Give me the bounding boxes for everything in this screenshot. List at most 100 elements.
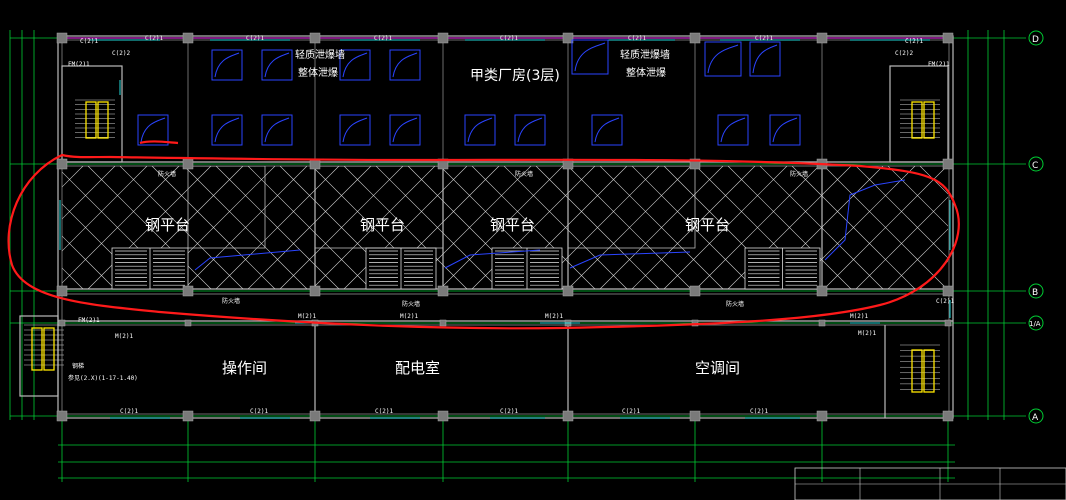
column bbox=[182, 158, 194, 170]
room-label-power: 配电室 bbox=[395, 359, 440, 377]
opening-tag: C(2)1 bbox=[500, 35, 518, 42]
column bbox=[56, 285, 68, 297]
axis-label-d: D bbox=[1032, 35, 1039, 45]
column bbox=[942, 32, 954, 44]
opening-tag: C(2)1 bbox=[250, 408, 268, 415]
column bbox=[439, 319, 447, 327]
room-label-ac: 空调间 bbox=[695, 359, 740, 377]
blast-panel bbox=[704, 41, 742, 77]
blast-panel bbox=[464, 114, 496, 146]
blast-wall-label: 轻质泄爆墙 bbox=[295, 48, 345, 61]
axis-bubbles: D C B 1/A A bbox=[1028, 30, 1044, 424]
opening-tag: FM(2)1 bbox=[928, 61, 950, 68]
opening-tag: C(2)1 bbox=[246, 35, 264, 42]
opening-tag: C(2)1 bbox=[755, 35, 773, 42]
title-block bbox=[794, 467, 1066, 500]
blast-panel bbox=[717, 114, 749, 146]
blast-panel bbox=[514, 114, 546, 146]
opening-tag: C(2)1 bbox=[374, 35, 392, 42]
column bbox=[942, 410, 954, 422]
opening-tag: FM(2)1 bbox=[78, 317, 100, 324]
opening-tag: M(2)1 bbox=[115, 333, 133, 340]
axis-label-a: A bbox=[1032, 413, 1039, 423]
blast-panel bbox=[339, 114, 371, 146]
column bbox=[309, 285, 321, 297]
platform-stairs bbox=[24, 99, 940, 390]
column bbox=[309, 410, 321, 422]
blast-panel bbox=[211, 114, 243, 146]
blast-panel bbox=[591, 114, 623, 146]
opening-tag: C(2)1 bbox=[936, 298, 954, 305]
fire-escape-stairs bbox=[31, 101, 935, 393]
column bbox=[689, 158, 701, 170]
column bbox=[56, 158, 68, 170]
pipe-line bbox=[444, 249, 541, 269]
fire-wall-label: 防火墙 bbox=[515, 170, 533, 178]
opening-tag: M(2)1 bbox=[850, 313, 868, 320]
column bbox=[58, 319, 66, 327]
column bbox=[689, 285, 701, 297]
column bbox=[182, 32, 194, 44]
blast-relief-panels bbox=[137, 39, 801, 146]
windows bbox=[59, 39, 951, 419]
fire-wall-label: 防火墙 bbox=[222, 297, 240, 305]
room-label-operation: 操作间 bbox=[222, 359, 267, 377]
markup-tick bbox=[139, 140, 179, 145]
blast-panel bbox=[769, 114, 801, 146]
axis-label-c: C bbox=[1032, 161, 1038, 171]
axis-label-b: B bbox=[1032, 288, 1038, 298]
blast-wall-label-right: 轻质泄爆墙 bbox=[620, 48, 670, 61]
opening-tag: C(2)1 bbox=[375, 408, 393, 415]
column bbox=[942, 158, 954, 170]
stair-ref-label: 参见(2.X)(1-17-1.40) bbox=[68, 374, 138, 382]
opening-tag: M(2)1 bbox=[298, 313, 316, 320]
column bbox=[689, 32, 701, 44]
room-label-steel-platform-3: 钢平台 bbox=[490, 216, 535, 234]
column bbox=[816, 410, 828, 422]
opening-tag: M(2)1 bbox=[858, 330, 876, 337]
fire-wall-label: 防火墙 bbox=[158, 170, 176, 178]
building-title: 甲类厂房(3层) bbox=[470, 68, 560, 84]
opening-tag: C(2)1 bbox=[628, 35, 646, 42]
column bbox=[562, 410, 574, 422]
blast-panel bbox=[261, 49, 293, 81]
opening-tag: M(2)1 bbox=[545, 313, 563, 320]
room-label-steel-platform-1: 钢平台 bbox=[145, 216, 190, 234]
column bbox=[691, 319, 699, 327]
fire-wall-label: 防火墙 bbox=[402, 300, 420, 308]
column bbox=[56, 410, 68, 422]
opening-tag: M(2)1 bbox=[400, 313, 418, 320]
column bbox=[818, 319, 826, 327]
column bbox=[816, 285, 828, 297]
column bbox=[942, 285, 954, 297]
column bbox=[182, 410, 194, 422]
blast-panel bbox=[571, 39, 609, 75]
column bbox=[437, 32, 449, 44]
blast-panel bbox=[749, 41, 781, 77]
column bbox=[562, 285, 574, 297]
pipe-line bbox=[194, 249, 301, 271]
column bbox=[816, 32, 828, 44]
column bbox=[944, 319, 952, 327]
blast-panel bbox=[339, 49, 371, 81]
blast-panel bbox=[211, 49, 243, 81]
opening-tag: C(2)1 bbox=[145, 35, 163, 42]
opening-tag: C(2)1 bbox=[80, 38, 98, 45]
pipe-line bbox=[569, 251, 691, 269]
markup-cloud bbox=[7, 153, 960, 330]
opening-tag: C(2)1 bbox=[500, 408, 518, 415]
fire-wall-label: 防火墙 bbox=[726, 300, 744, 308]
blast-panel bbox=[389, 49, 421, 81]
column bbox=[562, 32, 574, 44]
room-label-steel-platform-2: 钢平台 bbox=[360, 216, 405, 234]
blast-panel bbox=[137, 114, 169, 146]
steel-stair-label: 钢梯 bbox=[72, 362, 84, 370]
blast-roof-label: 整体泄爆 bbox=[298, 66, 338, 79]
opening-tag: C(2)1 bbox=[622, 408, 640, 415]
pipe-line bbox=[824, 179, 906, 261]
column bbox=[437, 410, 449, 422]
room-label-steel-platform-4: 钢平台 bbox=[685, 216, 730, 234]
column bbox=[309, 32, 321, 44]
